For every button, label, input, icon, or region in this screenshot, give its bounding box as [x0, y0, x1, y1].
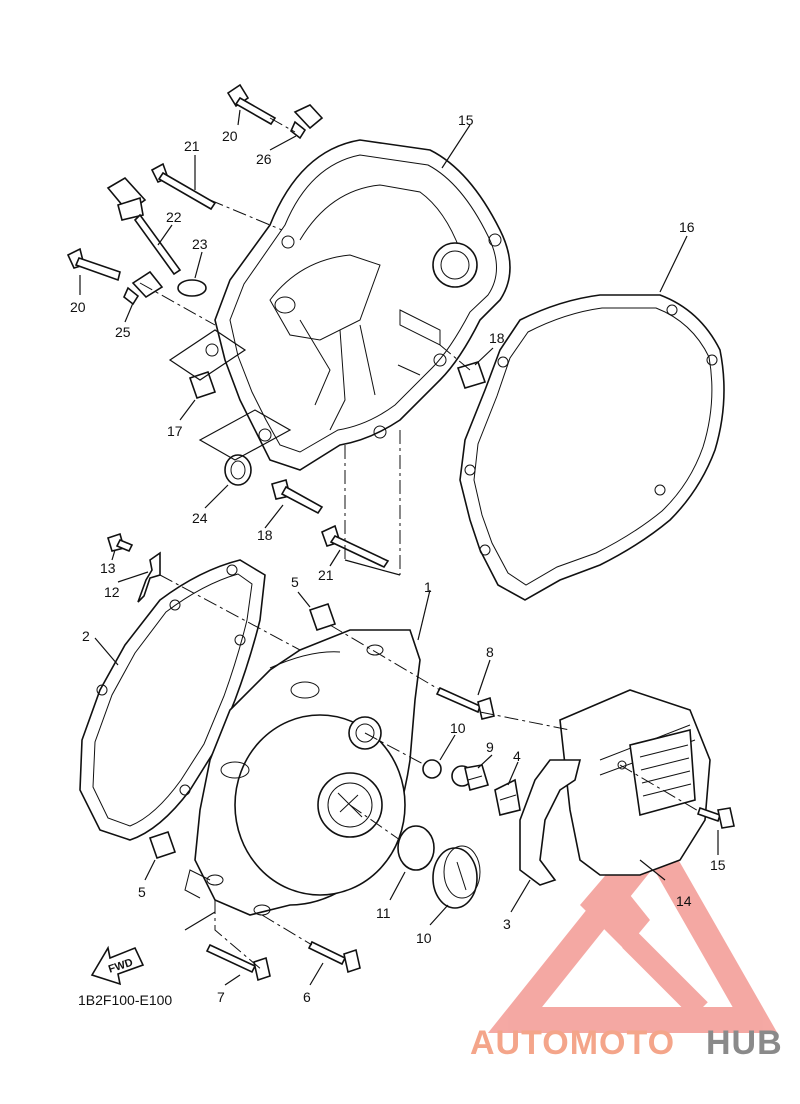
callout-14: 14 — [676, 893, 692, 909]
callout-25: 25 — [115, 324, 131, 340]
callout-labels: 20 26 21 22 23 20 25 15 16 18 17 24 18 2… — [70, 112, 726, 1005]
dowel-18-right — [456, 361, 487, 389]
callout-8: 9 — [486, 739, 494, 755]
o-ring-11 — [397, 825, 435, 871]
callout-7-lower: 7 — [217, 989, 225, 1005]
callout-20-left: 20 — [70, 299, 86, 315]
callout-24: 24 — [192, 510, 208, 526]
callout-23: 23 — [192, 236, 208, 252]
callout-20-top: 20 — [222, 128, 238, 144]
callout-15: 15 — [710, 857, 726, 873]
callout-21-lower: 21 — [318, 567, 334, 583]
callout-9: 10 — [450, 720, 466, 736]
callout-1: 1 — [424, 579, 432, 595]
assembly-lines — [139, 117, 701, 971]
cover-14 — [559, 689, 711, 876]
dowel-5-lower — [148, 830, 177, 860]
callout-22: 22 — [166, 209, 182, 225]
bolt-20-left — [66, 247, 121, 282]
bolt-21-top — [150, 162, 217, 211]
gasket-2 — [79, 559, 266, 841]
callout-10: 10 — [416, 930, 432, 946]
bolt-21-lower — [321, 524, 390, 569]
dowel-18-left — [188, 370, 217, 400]
bolt-7-top — [435, 686, 495, 720]
callout-4: 4 — [513, 748, 521, 764]
clip-12 — [137, 551, 161, 603]
callout-2: 2 — [82, 628, 90, 644]
dowel-5-top — [308, 602, 337, 632]
callout-18-left: 17 — [167, 423, 183, 439]
callout-12: 12 — [104, 584, 120, 600]
callout-5-top: 5 — [291, 574, 299, 590]
watermark-text-automoto: AUTOMOTO — [470, 1024, 675, 1062]
bolt-6 — [307, 940, 361, 974]
callout-17: 16 — [679, 219, 695, 235]
diagram-code: 1B2F100-E100 — [78, 992, 172, 1008]
callout-6: 6 — [303, 989, 311, 1005]
o-ring-9 — [422, 759, 442, 779]
dipstick-22 — [106, 176, 182, 276]
crankcase-cover-1 — [184, 629, 421, 916]
bolt-15 — [696, 806, 735, 829]
callout-7-top: 8 — [486, 644, 494, 660]
callout-3: 3 — [503, 916, 511, 932]
cap-10 — [432, 845, 481, 909]
callout-5-lower: 5 — [138, 884, 146, 900]
gasket-17 — [459, 294, 725, 601]
callout-26: 26 — [256, 151, 272, 167]
callout-18-right: 18 — [489, 330, 505, 346]
bolt-7-lower — [205, 943, 271, 982]
watermark-logo — [487, 821, 778, 1033]
callout-11: 11 — [376, 905, 391, 921]
bracket-3 — [519, 759, 582, 886]
callout-19: 18 — [257, 527, 273, 543]
seal-24 — [224, 454, 252, 486]
fwd-arrow-icon — [90, 945, 145, 986]
clamp-25 — [123, 270, 164, 306]
callout-21-top: 21 — [184, 138, 200, 154]
callout-16: 15 — [458, 112, 474, 128]
watermark-text-hub: HUB — [706, 1024, 783, 1062]
bolt-19 — [271, 479, 324, 515]
sensor-26 — [290, 104, 324, 140]
part-4 — [494, 778, 521, 816]
leader-lines — [79, 109, 719, 986]
bolt-13 — [107, 532, 134, 553]
o-ring-23 — [177, 279, 207, 297]
callout-13: 13 — [100, 560, 116, 576]
bolt-20-top — [226, 83, 277, 126]
plug-8 — [451, 764, 490, 791]
crankcase-cover-16 — [205, 139, 511, 471]
